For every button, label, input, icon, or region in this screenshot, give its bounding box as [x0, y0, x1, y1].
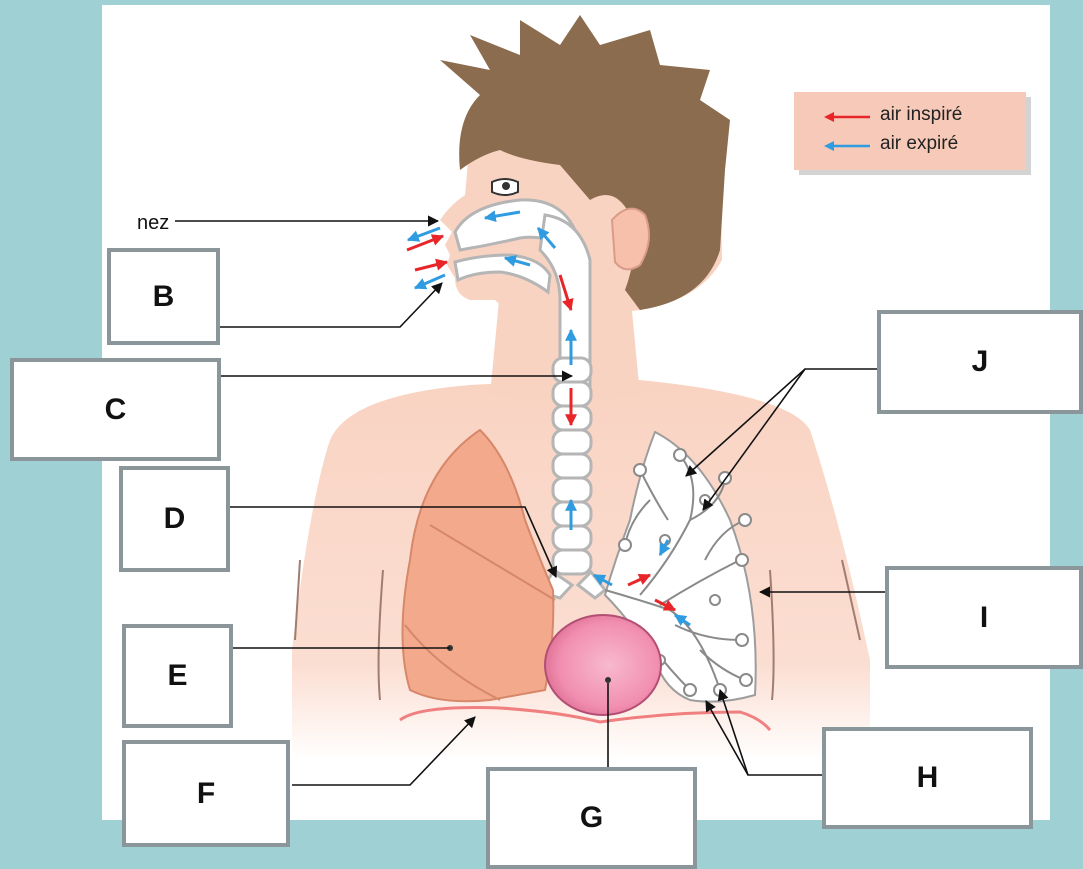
label-box-j[interactable]: J: [877, 310, 1083, 414]
label-box-h[interactable]: H: [822, 727, 1033, 829]
ear: [612, 209, 649, 270]
label-box-d[interactable]: D: [119, 466, 230, 572]
pointer-b: [218, 283, 442, 327]
legend-expired-label: air expiré: [880, 133, 958, 155]
legend-inspired-label: air inspiré: [880, 104, 962, 126]
label-box-i[interactable]: I: [885, 566, 1083, 669]
label-box-c[interactable]: C: [10, 358, 221, 461]
nose-label: nez: [137, 212, 169, 235]
label-box-f[interactable]: F: [122, 740, 290, 847]
legend: air inspiré air expiré: [794, 92, 1026, 170]
heart: [545, 615, 661, 715]
label-box-g[interactable]: G: [486, 767, 697, 869]
label-box-e[interactable]: E: [122, 624, 233, 728]
label-box-b[interactable]: B: [107, 248, 220, 345]
